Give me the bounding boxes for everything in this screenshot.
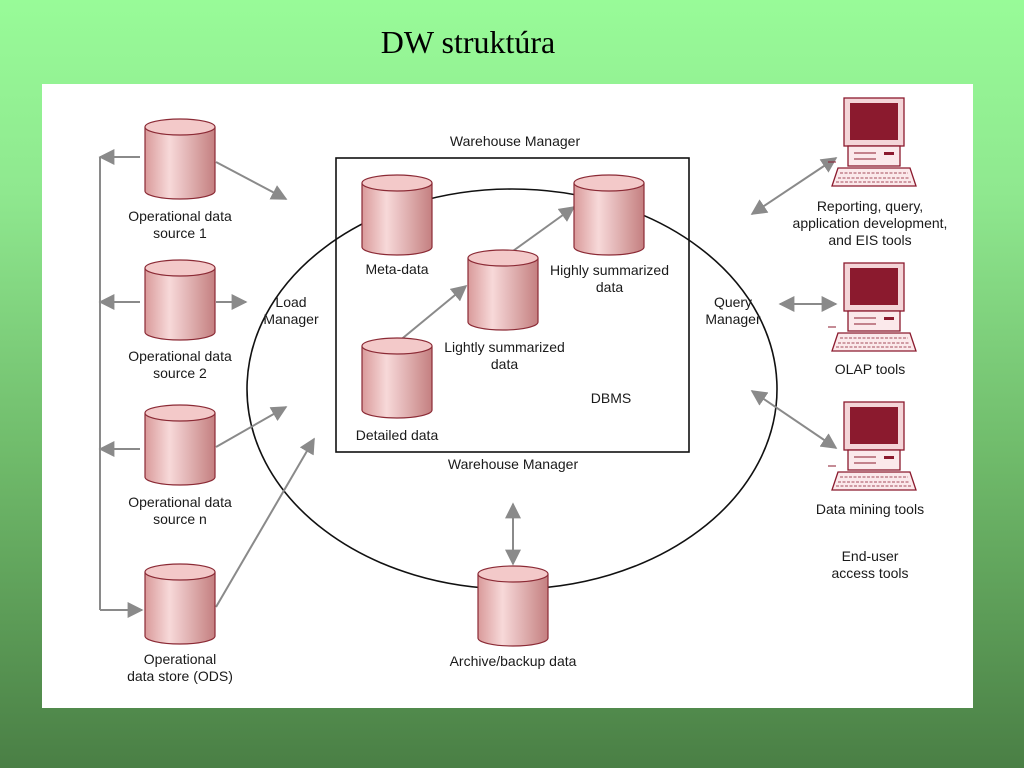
source-2-cylinder-icon bbox=[144, 259, 216, 341]
dbms-box bbox=[335, 157, 690, 453]
source-1-cylinder-icon bbox=[144, 118, 216, 200]
warehouse-manager-top-label: Warehouse Manager bbox=[449, 133, 581, 149]
lightly-summarized-cylinder-icon bbox=[467, 249, 539, 331]
diagram-canvas bbox=[98, 97, 917, 647]
query-manager-label: Query Manager bbox=[705, 294, 761, 327]
source-2-label: Operational data source 2 bbox=[128, 348, 232, 381]
dbms-label: DBMS bbox=[590, 390, 632, 406]
mining-computer-icon bbox=[827, 401, 917, 491]
arrow-mining-tools bbox=[750, 390, 838, 449]
source-1-label: Operational data source 1 bbox=[128, 208, 232, 241]
source-n-cylinder-icon bbox=[144, 404, 216, 486]
archive-label: Archive/backup data bbox=[449, 653, 577, 669]
lightly-summarized-label: Lightly summarized data bbox=[444, 339, 565, 372]
load-manager-label: Load Manager bbox=[263, 294, 319, 327]
archive-cylinder-icon bbox=[477, 565, 549, 647]
highly-summarized-label: Highly summarized data bbox=[549, 262, 670, 295]
slide-title: DW struktúra bbox=[380, 24, 556, 60]
ods-cylinder-icon bbox=[144, 563, 216, 645]
detailed-data-label: Detailed data bbox=[355, 427, 439, 443]
end-user-access-tools-label: End-user access tools bbox=[831, 548, 909, 581]
arrow-reporting-tools bbox=[750, 157, 838, 215]
mining-tools-label: Data mining tools bbox=[815, 501, 925, 517]
arrow-sourcen-load bbox=[215, 406, 288, 448]
arrow-ods-load bbox=[215, 437, 315, 608]
source-n-label: Operational data source n bbox=[128, 494, 232, 527]
detailed-data-cylinder-icon bbox=[361, 337, 433, 419]
meta-data-cylinder-icon bbox=[361, 174, 433, 256]
diagram-panel: Operational data source 1 Operational da… bbox=[42, 84, 973, 708]
arrow-lightly-highly bbox=[505, 206, 576, 257]
arrow-source1-load bbox=[215, 161, 288, 200]
olap-computer-icon bbox=[827, 262, 917, 352]
olap-tools-label: OLAP tools bbox=[834, 361, 906, 377]
reporting-tools-label: Reporting, query, application developmen… bbox=[792, 198, 948, 248]
ods-label: Operational data store (ODS) bbox=[127, 651, 233, 684]
highly-summarized-cylinder-icon bbox=[573, 174, 645, 256]
reporting-computer-icon bbox=[827, 97, 917, 187]
warehouse-manager-bottom-label: Warehouse Manager bbox=[447, 456, 579, 472]
meta-data-label: Meta-data bbox=[365, 261, 429, 277]
arrow-detailed-lightly bbox=[397, 284, 468, 343]
